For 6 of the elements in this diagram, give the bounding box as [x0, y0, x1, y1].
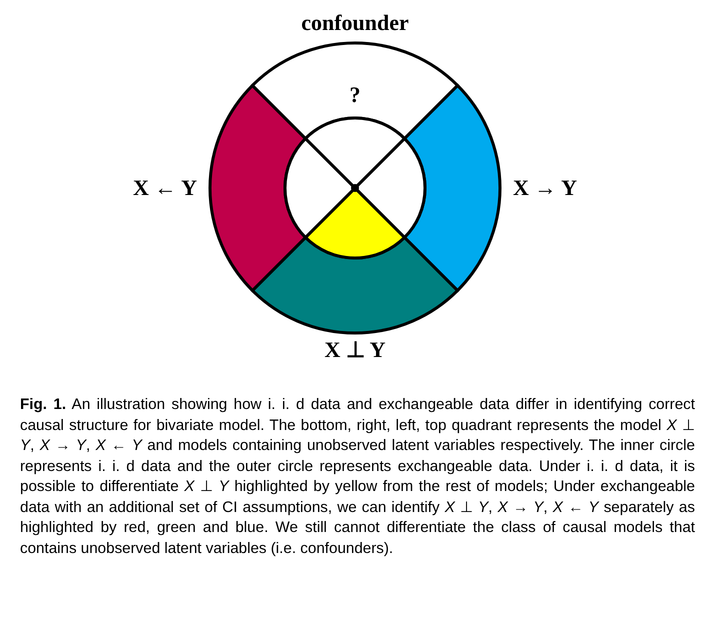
quadrant-label: X ⊥ Y: [324, 337, 386, 363]
figure-caption: Fig. 1. An illustration showing how i. i. d data and exchangeable data differ in identifying correct causal structure for bivariate model. The bottom, right, left, top quadrant represents the model X ⊥ Y, X → Y, X ← Y and models containing unobserved latent variables respectively. The inner circle represents i. i. d data and the outer circle represents exchangeable data. Under i. i. d data, it is possible to differentiate X ⊥ Y highlighted by yellow from the rest of models; Under exchangeable data with an additional set of CI assumptions, we can identify X ⊥ Y, X → Y, X ← Y separately as highlighted by red, green and blue. We still cannot differentiate the class of causal models that contains unobserved latent variables (i.e. confounders).: [20, 395, 695, 558]
quadrant-label: ?: [350, 82, 360, 108]
quadrant-label: X → Y: [513, 175, 577, 201]
quadrant-label: X ← Y: [133, 175, 197, 201]
quadrant-label: confounder: [301, 10, 409, 36]
